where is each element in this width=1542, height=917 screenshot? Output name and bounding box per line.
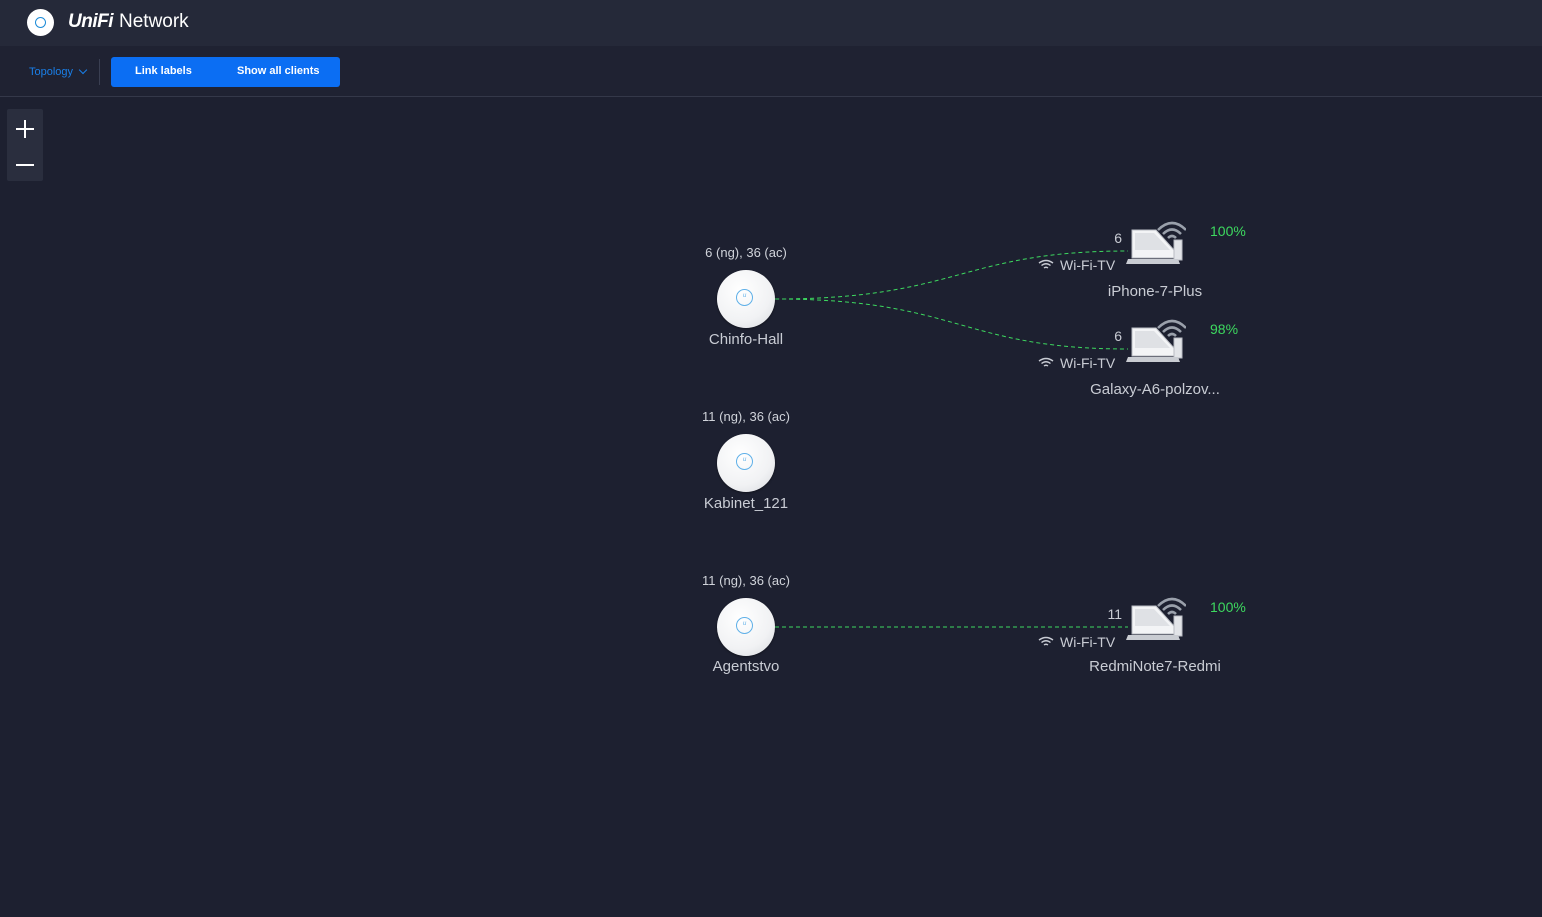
wifi-icon — [1038, 259, 1054, 269]
show-all-clients-button[interactable]: Show all clients — [237, 65, 320, 77]
ap-radio-label: 6 (ng), 36 (ac) — [705, 245, 787, 260]
zoom-out-button[interactable] — [7, 147, 43, 183]
ap-radio-label: 11 (ng), 36 (ac) — [702, 573, 790, 588]
client-ssid-label: Wi-Fi-TV — [1060, 634, 1116, 650]
client-name[interactable]: iPhone-7-Plus — [1107, 283, 1203, 300]
zoom-controls — [7, 109, 43, 181]
toolbar-divider — [99, 59, 100, 85]
access-point-icon[interactable]: u — [717, 598, 775, 656]
laptop-wifi-icon[interactable] — [1126, 594, 1186, 646]
access-point-icon[interactable]: u — [717, 434, 775, 492]
client-signal: 100% — [1210, 599, 1246, 615]
laptop-wifi-icon[interactable] — [1126, 218, 1186, 270]
laptop-wifi-icon[interactable] — [1126, 316, 1186, 368]
wifi-icon — [1038, 357, 1054, 367]
ap-name[interactable]: Agentstvo — [712, 658, 780, 675]
unifi-logo-icon[interactable] — [27, 9, 54, 36]
ap-name[interactable]: Chinfo-Hall — [708, 331, 784, 348]
client-channel: 11 — [1107, 606, 1122, 622]
ap-name[interactable]: Kabinet_121 — [703, 495, 789, 512]
client-ssid: Wi-Fi-TV — [1038, 257, 1115, 273]
brand-unifi: UniFi — [68, 11, 114, 32]
link-labels-button[interactable]: Link labels — [135, 65, 192, 77]
view-select-label: Topology — [29, 66, 74, 78]
client-signal: 100% — [1210, 223, 1246, 239]
zoom-in-button[interactable] — [7, 111, 43, 147]
client-ssid-label: Wi-Fi-TV — [1060, 257, 1116, 273]
client-name[interactable]: Galaxy-A6-polzov... — [1090, 381, 1220, 398]
access-point-icon[interactable]: u — [717, 270, 775, 328]
view-select-dropdown[interactable]: Topology — [29, 65, 88, 79]
client-ssid: Wi-Fi-TV — [1038, 355, 1115, 371]
wifi-icon — [1038, 636, 1054, 646]
brand-network: Network — [119, 11, 189, 32]
client-name[interactable]: RedmiNote7-Redmi — [1089, 658, 1221, 675]
client-channel: 6 — [1114, 230, 1122, 246]
toolbar: Topology Link labels Show all clients — [0, 46, 1542, 97]
client-channel: 6 — [1114, 328, 1122, 344]
client-ssid: Wi-Fi-TV — [1038, 634, 1115, 650]
client-ssid-label: Wi-Fi-TV — [1060, 355, 1116, 371]
client-signal: 98% — [1210, 321, 1239, 337]
link-chinfo-galaxy[interactable] — [774, 298, 1129, 350]
link-chinfo-iphone[interactable] — [774, 250, 1129, 300]
toolbar-button-group: Link labels Show all clients — [111, 57, 340, 87]
ap-radio-label: 11 (ng), 36 (ac) — [702, 409, 790, 424]
